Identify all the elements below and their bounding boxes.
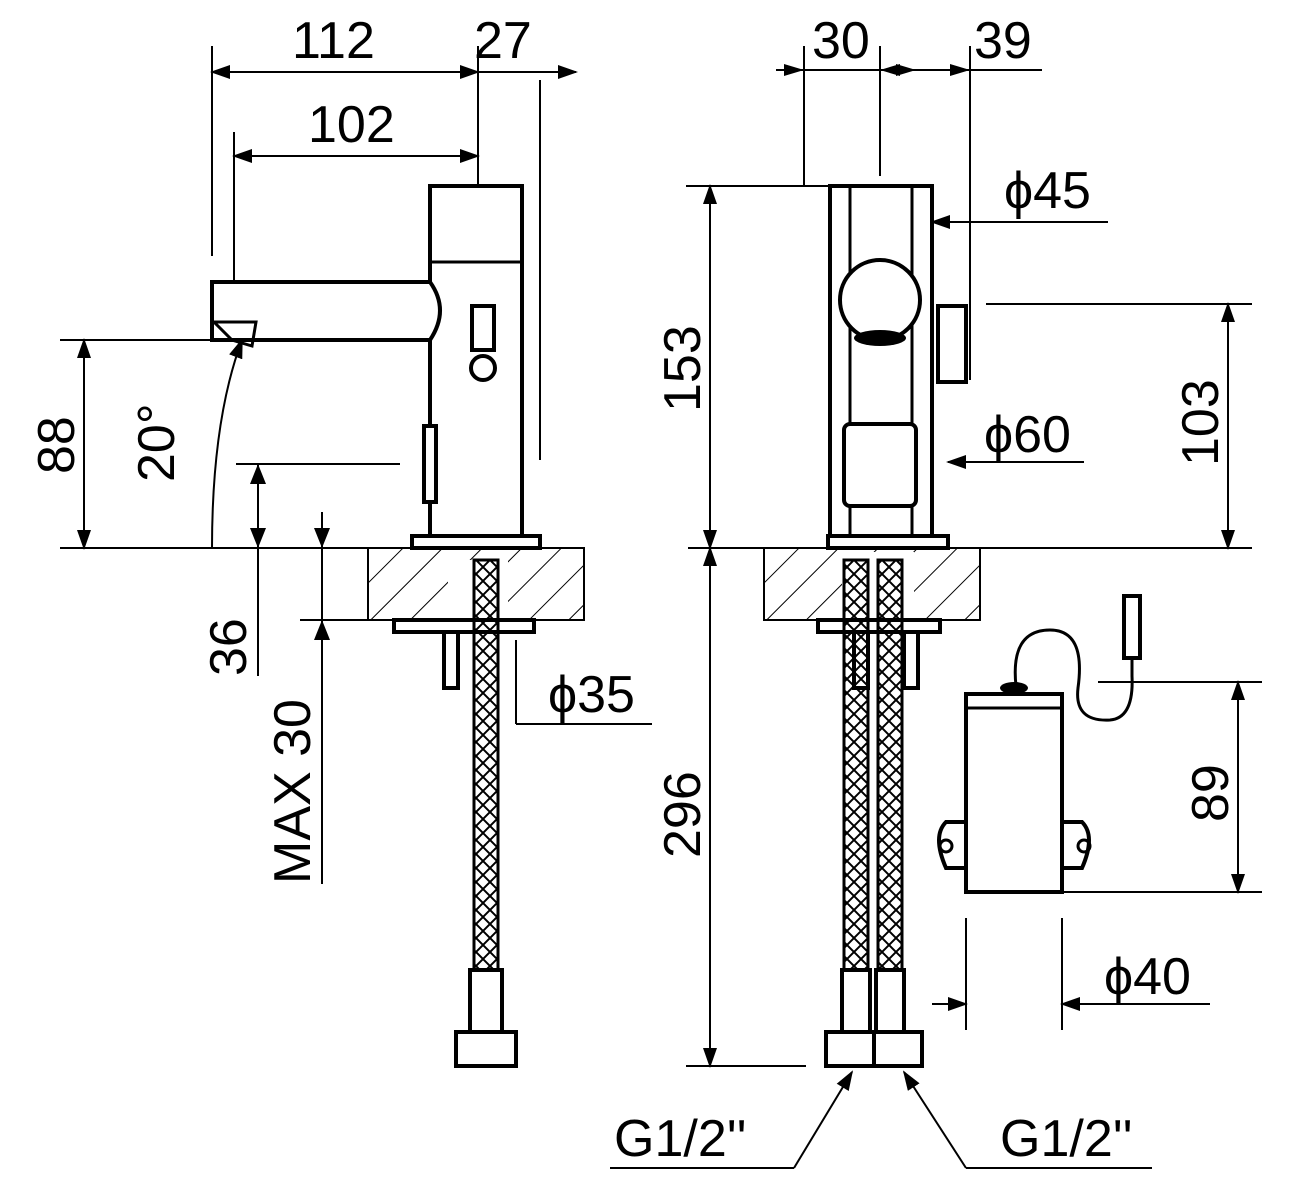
front-view: 30 39 ϕ45 153 103 ϕ60 296 G1/2'' G1/2'' (610, 12, 1252, 1169)
dim-label-45: ϕ45 (1004, 162, 1091, 220)
dim-label-30: 30 (812, 12, 870, 70)
threaded-rod-side (442, 630, 460, 690)
control-box-view: 89 ϕ40 (932, 594, 1262, 1030)
dim-label-35: ϕ35 (548, 666, 635, 724)
dim-arc-20 (211, 338, 243, 549)
label-g12-right: G1/2'' (1000, 1110, 1133, 1168)
lever-side (470, 304, 496, 352)
label-g12-left: G1/2'' (614, 1110, 747, 1168)
mounting-nut-side (392, 618, 536, 634)
lever-knob-side (469, 354, 497, 382)
dim-arrow-39-left (896, 64, 916, 76)
dim-label-102: 102 (308, 96, 395, 154)
side-view: 112 27 102 88 20° 36 MAX 30 ϕ35 (28, 12, 652, 1068)
dim-arrow-max30-down (314, 528, 330, 548)
lever-front (936, 304, 968, 384)
dim-arrow-39-right (950, 64, 970, 76)
hose-front-left (842, 558, 870, 972)
spout-front (838, 258, 922, 342)
dim-label-88: 88 (28, 416, 86, 474)
hose-nut-front-right (872, 1030, 924, 1068)
hose-ferrule-side (468, 968, 504, 1034)
hose-nut-side (454, 1030, 518, 1068)
sensor-window-side (422, 424, 438, 504)
dim-label-max30: MAX 30 (264, 699, 322, 884)
dim-label-20-degrees: 20° (128, 403, 186, 482)
sensor-window-front (842, 422, 918, 508)
screw-icon-right (1076, 838, 1092, 854)
sensor-cable (1013, 628, 1134, 722)
dim-label-39: 39 (974, 12, 1032, 70)
hose-front-right (876, 558, 904, 972)
dim-label-296: 296 (654, 771, 712, 858)
leader-g12-left (793, 1070, 854, 1169)
dim-arrow-30-left (784, 64, 804, 76)
dim-label-112: 112 (292, 12, 375, 70)
hose-side (472, 558, 500, 972)
dim-arrow-36-up (250, 464, 266, 484)
screw-icon-left (938, 838, 954, 854)
dim-label-89: 89 (1182, 764, 1240, 822)
spout-outlet (210, 320, 258, 348)
dim-label-103: 103 (1172, 379, 1230, 466)
hose-ferrule-front-right (874, 968, 906, 1034)
dim-label-60: ϕ60 (984, 406, 1071, 464)
leader-g12-right (902, 1070, 967, 1169)
aerator-front (854, 330, 906, 346)
threaded-rod-front-right (902, 630, 920, 690)
bracket-right (1060, 820, 1091, 870)
dim-arrow-36-down (250, 528, 266, 548)
dim-label-153: 153 (654, 325, 712, 412)
hose-ferrule-front-left (840, 968, 872, 1034)
dim-arrow-max30-up (314, 620, 330, 640)
control-box-body (964, 692, 1064, 894)
dim-label-27: 27 (474, 12, 532, 70)
dim-arrow-30-right (880, 64, 900, 76)
dim-label-40: ϕ40 (1104, 948, 1191, 1006)
spout-side (210, 280, 442, 342)
cable-plug (1122, 594, 1142, 660)
dim-label-36: 36 (200, 618, 258, 676)
cable-gland (1000, 682, 1028, 694)
hose-nut-front-left (824, 1030, 876, 1068)
